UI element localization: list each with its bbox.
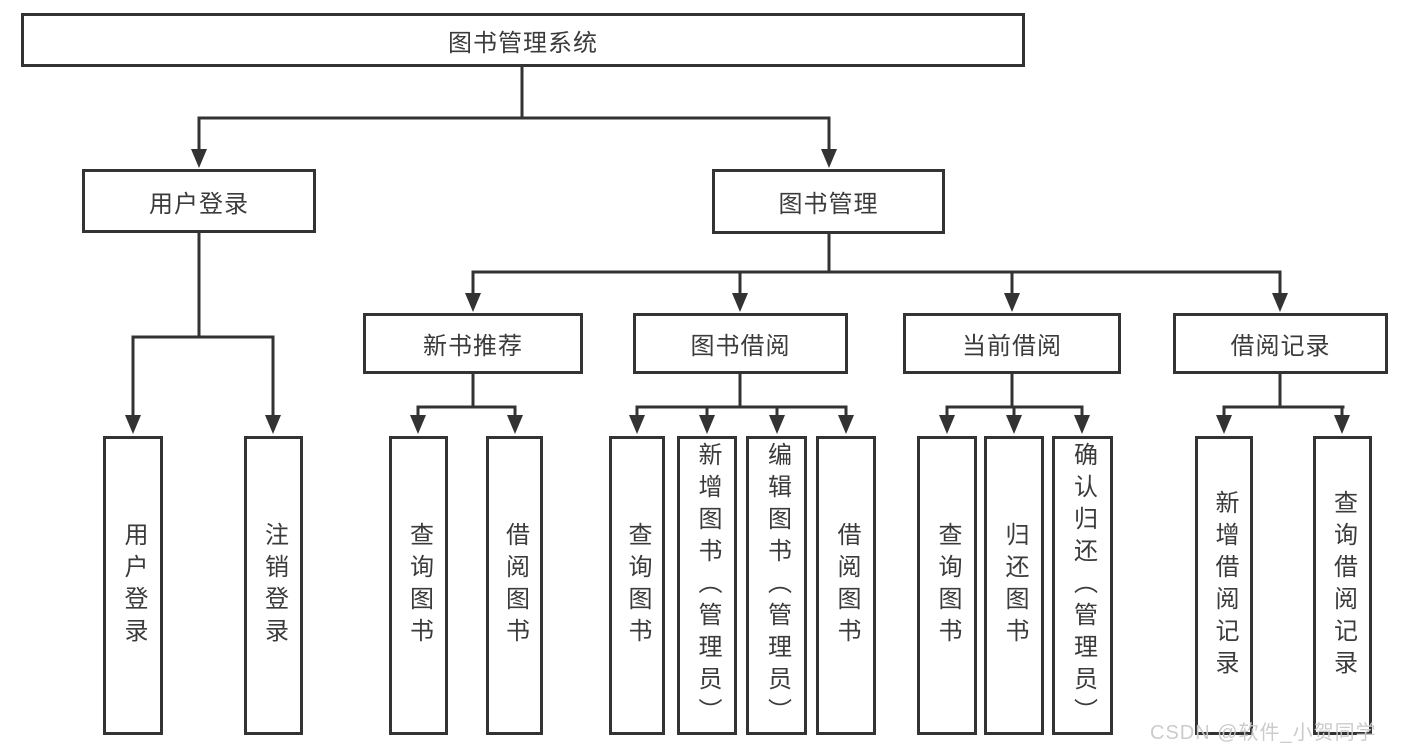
leaf-query-books-current-label: 查询图书 [934, 521, 961, 650]
leaf-logout-label: 注销登录 [260, 521, 288, 650]
node-current-borrow: 当前借阅 [903, 313, 1121, 374]
leaf-confirm-return-admin: 确认归还（管理员） [1052, 436, 1113, 735]
leaf-confirm-return-admin-label: 确认归还（管理员） [1069, 441, 1097, 730]
leaf-logout: 注销登录 [244, 436, 303, 735]
leaf-add-book-admin-label: 新增图书（管理员） [694, 441, 721, 730]
leaf-borrow-books-recommend: 借阅图书 [486, 436, 543, 735]
connector-strokes [131, 67, 1345, 416]
leaf-add-borrow-record-label: 新增借阅记录 [1211, 489, 1238, 682]
node-borrow-records-label: 借阅记录 [1230, 333, 1331, 360]
leaf-borrow-books-recommend-label: 借阅图书 [501, 521, 529, 650]
node-book-borrow: 图书借阅 [633, 313, 848, 374]
node-root: 图书管理系统 [21, 13, 1025, 67]
leaf-borrow-books-2-label: 借阅图书 [833, 521, 860, 650]
leaf-query-books-borrow-label: 查询图书 [624, 521, 651, 650]
node-new-book-recommend: 新书推荐 [363, 313, 583, 374]
arrowhead-icons [125, 149, 1350, 434]
leaf-edit-book-admin-label: 编辑图书（管理员） [763, 441, 791, 730]
node-user-login-label: 用户登录 [149, 190, 249, 218]
node-borrow-records: 借阅记录 [1173, 313, 1388, 374]
leaf-query-books-recommend-label: 查询图书 [405, 521, 433, 650]
node-book-management-label: 图书管理 [778, 191, 879, 218]
leaf-user-login-label: 用户登录 [120, 521, 147, 650]
node-book-management: 图书管理 [712, 169, 945, 234]
node-new-book-recommend-label: 新书推荐 [423, 333, 523, 360]
leaf-add-book-admin: 新增图书（管理员） [677, 436, 737, 735]
leaf-query-books-recommend: 查询图书 [389, 436, 448, 735]
leaf-borrow-books-2: 借阅图书 [816, 436, 876, 735]
node-root-label: 图书管理系统 [448, 29, 598, 57]
leaf-query-books-current: 查询图书 [917, 436, 977, 735]
leaf-add-borrow-record: 新增借阅记录 [1195, 436, 1253, 735]
node-current-borrow-label: 当前借阅 [962, 333, 1062, 360]
leaf-query-borrow-record-label: 查询借阅记录 [1329, 489, 1357, 682]
node-book-borrow-label: 图书借阅 [690, 333, 791, 360]
csdn-watermark: CSDN @软件_小贺同学 [1150, 722, 1377, 744]
node-user-login: 用户登录 [82, 169, 316, 233]
leaf-query-borrow-record: 查询借阅记录 [1313, 436, 1372, 735]
leaf-query-books-borrow: 查询图书 [609, 436, 665, 735]
leaf-return-book-label: 归还图书 [1001, 521, 1028, 650]
leaf-user-login: 用户登录 [103, 436, 163, 735]
leaf-return-book: 归还图书 [984, 436, 1044, 735]
leaf-edit-book-admin: 编辑图书（管理员） [746, 436, 807, 735]
